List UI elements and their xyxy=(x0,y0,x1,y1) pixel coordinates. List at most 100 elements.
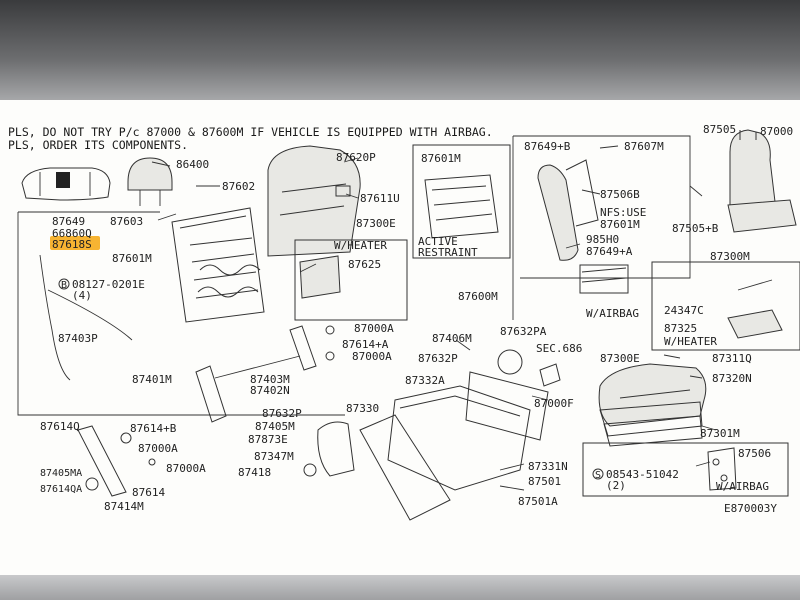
screw-symbol-s-letter: S xyxy=(595,470,601,481)
label-87625: 87625 xyxy=(348,258,381,271)
label-87418: 87418 xyxy=(238,466,271,479)
airbag-box-border xyxy=(513,135,691,279)
active-restraint-text-2: RESTRAINT xyxy=(418,246,478,259)
label-87873e: 87873E xyxy=(248,433,288,446)
label-87330: 87330 xyxy=(346,402,379,415)
label-87649a: 87649+A xyxy=(586,245,633,258)
label-87501: 87501 xyxy=(528,475,561,488)
recliner-part xyxy=(195,325,335,423)
label-87332a: 87332A xyxy=(405,374,445,387)
label-87649b: 87649+B xyxy=(524,140,571,153)
label-87505: 87505 xyxy=(703,123,736,136)
label-87601m-b: 87601M xyxy=(421,152,461,165)
label-87614qa: 87614QA xyxy=(40,484,82,495)
label-87347m: 87347M xyxy=(254,450,294,463)
label-985h0: 985H0 xyxy=(586,233,619,246)
label-87300m: 87300M xyxy=(710,250,750,263)
label-87505b: 87505+B xyxy=(672,222,719,235)
label-87000a-2: 87000A xyxy=(352,350,392,363)
label-87403p: 87403P xyxy=(58,332,98,345)
w-heater-box-2 xyxy=(651,261,800,351)
w-heater-text-2: W/HEATER xyxy=(664,335,717,348)
active-restraint-box xyxy=(412,144,511,259)
seatback-frame-part xyxy=(171,207,265,323)
label-08543: 08543-51042 xyxy=(606,468,679,481)
label-87300e-a: 87300E xyxy=(356,217,396,230)
label-87614: 87614 xyxy=(132,486,165,499)
monitor-bottom-bezel xyxy=(0,575,800,600)
callout-labels: 86400 87602 87603 87649 66860Q 87618S 87… xyxy=(40,123,793,515)
label-66860q: 66860Q xyxy=(52,227,92,240)
label-87614q: 87614Q xyxy=(40,420,80,433)
heater-pad-2-part xyxy=(727,279,783,339)
active-restraint-text-1: ACTIVE xyxy=(418,235,458,248)
cable-part xyxy=(39,254,133,381)
w-airbag-box-2 xyxy=(582,442,789,497)
label-24347c: 24347C xyxy=(664,304,704,317)
highlight-marker xyxy=(50,236,100,250)
label-87506b: 87506B xyxy=(600,188,640,201)
label-87614b: 87614+B xyxy=(130,422,177,435)
label-87602: 87602 xyxy=(222,180,255,193)
label-87000a-4: 87000A xyxy=(166,462,206,475)
reference-code: E870003Y xyxy=(724,502,777,515)
label-87618s: 87618S xyxy=(52,238,92,251)
label-87301m: 87301M xyxy=(700,427,740,440)
w-airbag-text-2: W/AIRBAG xyxy=(716,480,769,493)
screw-symbol-s xyxy=(592,468,604,480)
w-heater-text: W/HEATER xyxy=(334,239,387,252)
label-87632pa: 87632PA xyxy=(500,325,547,338)
label-87402n: 87402N xyxy=(250,384,290,397)
bolt-symbol-b xyxy=(58,278,70,290)
label-87614a: 87614+A xyxy=(342,338,389,351)
label-87601m-c: 87601M xyxy=(600,218,640,231)
left-panel-border xyxy=(17,212,310,416)
label-86400: 86400 xyxy=(176,158,209,171)
seat-cushion-part xyxy=(598,363,707,447)
seatback-cushion-part xyxy=(267,145,361,257)
label-87620p: 87620P xyxy=(336,151,376,164)
label-08127: 08127-0201E xyxy=(72,278,145,291)
label-87000f: 87000F xyxy=(534,397,574,410)
label-87632p-a: 87632P xyxy=(418,352,458,365)
headrest-part xyxy=(127,157,173,206)
label-87401m: 87401M xyxy=(132,373,172,386)
label-87632p-b: 87632P xyxy=(262,407,302,420)
label-08543-qty: (2) xyxy=(606,479,626,492)
vehicle-location-icon xyxy=(21,167,111,201)
bracket-part xyxy=(707,447,737,491)
label-87300e-b: 87300E xyxy=(600,352,640,365)
label-87331n: 87331N xyxy=(528,460,568,473)
label-87607m: 87607M xyxy=(624,140,664,153)
label-87501a: 87501A xyxy=(518,495,558,508)
bolt-symbol-b-letter: B xyxy=(61,280,67,291)
label-87325: 87325 xyxy=(664,322,697,335)
w-heater-box xyxy=(294,239,408,321)
label-87406m: 87406M xyxy=(432,332,472,345)
label-87000-r: 87000 xyxy=(760,125,793,138)
label-87506: 87506 xyxy=(738,447,771,460)
monitor-top-area xyxy=(0,0,800,100)
label-87311q: 87311Q xyxy=(712,352,752,365)
label-08127-qty: (4) xyxy=(72,289,92,302)
nfs-use-text: NFS:USE xyxy=(600,206,646,219)
airbag-module-part xyxy=(537,159,629,294)
label-87403m: 87403M xyxy=(250,373,290,386)
label-87603: 87603 xyxy=(110,215,143,228)
w-airbag-text: W/AIRBAG xyxy=(586,307,639,320)
complete-seat-part xyxy=(727,129,797,233)
label-87600m: 87600M xyxy=(458,290,498,303)
heater-pad-part xyxy=(299,255,341,299)
note-line-2: PLS, ORDER ITS COMPONENTS. xyxy=(8,138,188,152)
label-87320n: 87320N xyxy=(712,372,752,385)
label-87601m-a: 87601M xyxy=(112,252,152,265)
label-87405ma: 87405MA xyxy=(40,468,82,479)
label-87000a-1: 87000A xyxy=(354,322,394,335)
label-87405m: 87405M xyxy=(255,420,295,433)
note-line-1: PLS, DO NOT TRY P/c 87000 & 87600M IF VE… xyxy=(8,125,493,139)
active-restraint-part xyxy=(424,174,499,239)
label-87649: 87649 xyxy=(52,215,85,228)
label-87414m: 87414M xyxy=(104,500,144,513)
